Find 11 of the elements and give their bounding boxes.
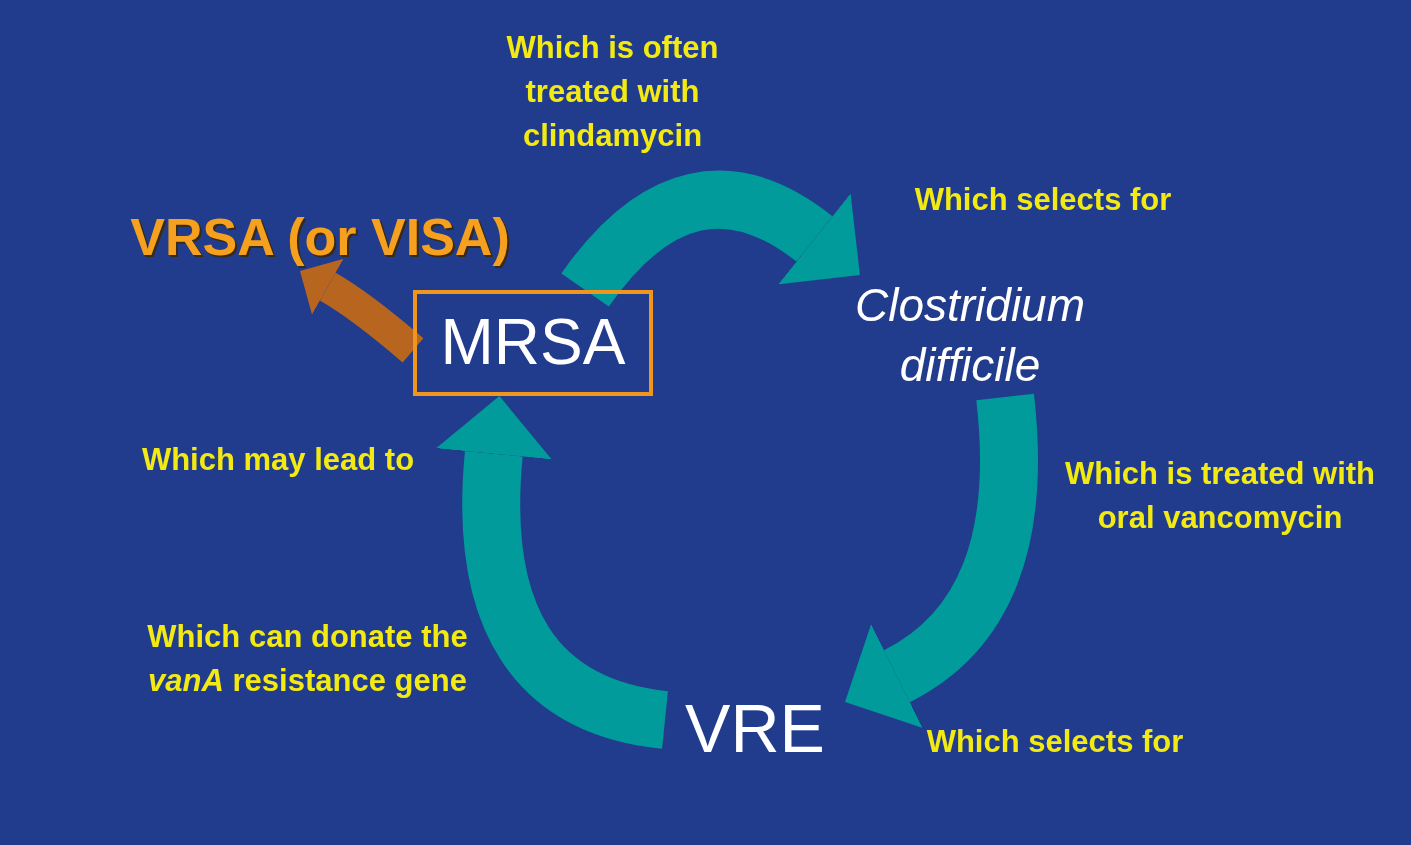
organism-label: VRSA (or VISA): [100, 205, 540, 271]
annotation-text: Which is often treated with clindamycin: [505, 29, 720, 156]
annotation-text: Which may lead to: [140, 441, 416, 479]
organism-label: VRE: [665, 688, 845, 768]
annotation-text: Which selects for: [913, 181, 1173, 219]
annotation-text: Which is treated with oral vancomycin: [1064, 455, 1376, 537]
annotation-text: Which selects for: [925, 723, 1185, 761]
straight-arrow: [300, 259, 424, 363]
organism-label: Clostridium difficile: [820, 275, 1120, 397]
annotation-text: Which can donate the vanA resistance gene: [146, 618, 469, 700]
organism-box: MRSA: [413, 290, 653, 396]
